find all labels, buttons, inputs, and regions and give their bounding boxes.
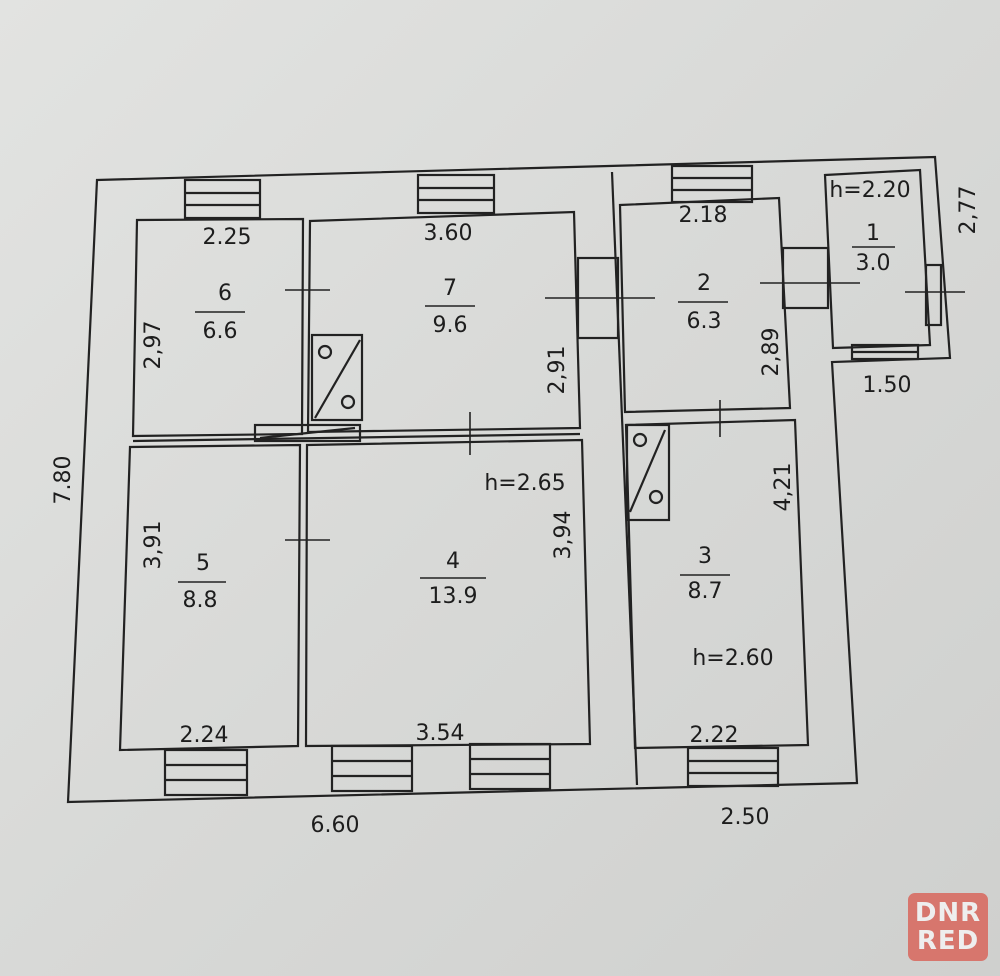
room-6-area: 6.6 xyxy=(203,319,238,344)
watermark-line2: RED xyxy=(916,926,980,956)
room-4-number: 4 xyxy=(446,549,460,574)
room-4-area: 13.9 xyxy=(429,584,478,609)
room-7-area: 9.6 xyxy=(433,313,468,338)
room-2-area: 6.3 xyxy=(687,309,722,334)
room-6-width: 2.25 xyxy=(203,225,252,250)
room-1-number: 1 xyxy=(866,221,880,246)
windows xyxy=(163,164,943,797)
room-1-area: 3.0 xyxy=(856,251,891,276)
room-3-area: 8.7 xyxy=(688,579,723,604)
room-7-number: 7 xyxy=(443,276,457,301)
room-3-ceiling-height: h=2.60 xyxy=(692,646,773,671)
room-7-length: 2,91 xyxy=(545,346,570,395)
room-7-outline xyxy=(306,210,582,434)
room-2-length: 2,89 xyxy=(759,328,784,377)
overall-height: 7.80 xyxy=(51,456,76,505)
stoves xyxy=(253,333,671,522)
room-3-length: 4,21 xyxy=(771,463,796,512)
room-1-outline xyxy=(823,168,932,350)
room-5-width: 2.24 xyxy=(180,723,229,748)
overall-width-left: 6.60 xyxy=(311,813,360,838)
watermark-line1: DNR xyxy=(914,898,982,928)
room-3-width: 2.22 xyxy=(690,723,739,748)
room-2-number: 2 xyxy=(697,271,711,296)
partition-wall xyxy=(610,171,639,786)
watermark-logo: DNR RED xyxy=(908,893,988,961)
room-7-width: 3.60 xyxy=(424,221,473,246)
room-1-width: 1.50 xyxy=(863,373,912,398)
room-1-ceiling-height: h=2.20 xyxy=(829,178,910,203)
room-4-width: 3.54 xyxy=(416,721,465,746)
room-4-ceiling-height: h=2.65 xyxy=(484,471,565,496)
room-5-area: 8.8 xyxy=(183,588,218,613)
room-5-length: 3,91 xyxy=(141,521,166,570)
fraction-lines xyxy=(178,246,895,583)
room-5-number: 5 xyxy=(196,551,210,576)
room-3-number: 3 xyxy=(698,544,712,569)
room-2-outline xyxy=(618,196,792,414)
room-4-outline xyxy=(304,438,592,748)
overall-width-right: 2.50 xyxy=(721,805,770,830)
room-1-length: 2,77 xyxy=(956,186,981,235)
room-2-width: 2.18 xyxy=(679,203,728,228)
room-6-length: 2,97 xyxy=(141,321,166,370)
room-4-length: 3,94 xyxy=(551,511,576,560)
door-marks xyxy=(132,282,965,541)
room-6-number: 6 xyxy=(218,281,232,306)
room-5-outline xyxy=(118,443,302,752)
